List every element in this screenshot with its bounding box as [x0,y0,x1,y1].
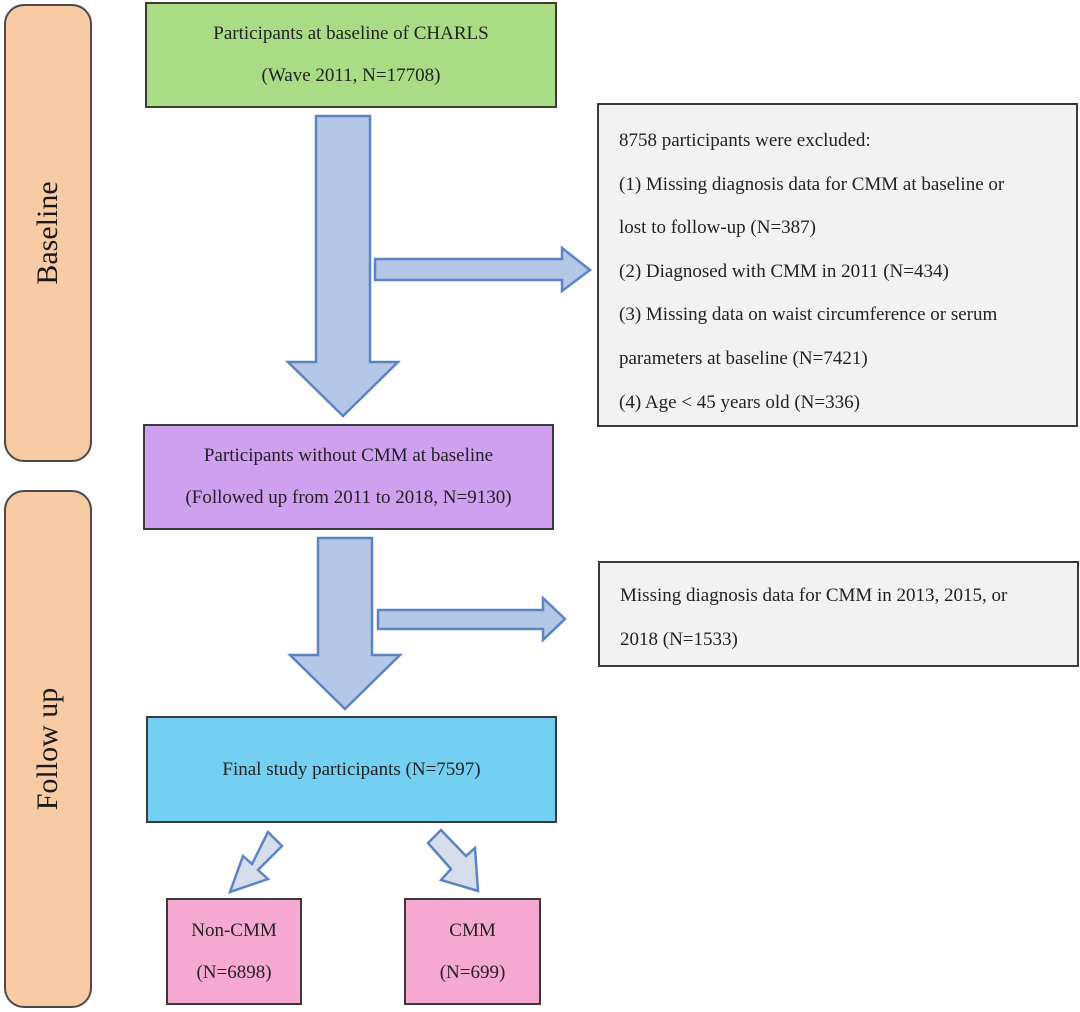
box-final-line-1: Final study participants (N=7597) [222,758,481,780]
exclusion-baseline-title: 8758 participants were excluded: [619,130,871,151]
arrow-down-baseline [284,114,402,418]
box-non-cmm: Non-CMM (N=6898) [166,898,302,1005]
box-without-cmm-line-1: Participants without CMM at baseline [203,445,494,466]
arrow-to-non-cmm [227,829,284,895]
exclusion-follow-up-line-1: Missing diagnosis data for CMM in 2013, … [620,585,1008,606]
box-baseline-line-1: Participants at baseline of CHARLS [213,23,489,44]
arrow-right-exclusion-follow-up [376,595,567,643]
exclusion-baseline-line-6: (4) Age < 45 years old (N=336) [619,391,860,413]
exclusion-baseline-line-5: parameters at baseline (N=7421) [619,347,868,369]
box-exclusion-follow-up: Missing diagnosis data for CMM in 2013, … [598,561,1079,667]
arrow-to-cmm [426,828,480,893]
box-cmm-line-1: CMM [449,919,496,941]
box-cmm-line-2: (N=699) [439,961,506,983]
box-non-cmm-line-1: Non-CMM [191,919,277,941]
phase-follow-up: Follow up [4,490,92,1008]
exclusion-follow-up-line-2: 2018 (N=1533) [620,628,738,650]
box-exclusion-baseline: 8758 participants were excluded: (1) Mis… [597,103,1078,427]
box-baseline-participants: Participants at baseline of CHARLS (Wave… [145,2,557,108]
box-non-cmm-line-2: (N=6898) [196,961,272,983]
arrow-down-follow-up [286,536,404,711]
exclusion-baseline-line-1: (1) Missing diagnosis data for CMM at ba… [619,173,1005,195]
box-baseline-line-2: (Wave 2011, N=17708) [261,65,441,86]
box-final-participants: Final study participants (N=7597) [146,716,557,823]
box-without-cmm: Participants without CMM at baseline (Fo… [143,424,554,530]
arrow-right-exclusion-baseline [373,245,593,294]
exclusion-baseline-line-2: lost to follow-up (N=387) [619,217,817,239]
box-cmm: CMM (N=699) [404,898,541,1005]
exclusion-baseline-line-4: (3) Missing data on waist circumference … [619,304,998,326]
exclusion-baseline-line-3: (2) Diagnosed with CMM in 2011 (N=434) [619,260,949,282]
box-without-cmm-line-2: (Followed up from 2011 to 2018, N=9130) [185,487,512,508]
phase-baseline: Baseline [4,4,92,462]
